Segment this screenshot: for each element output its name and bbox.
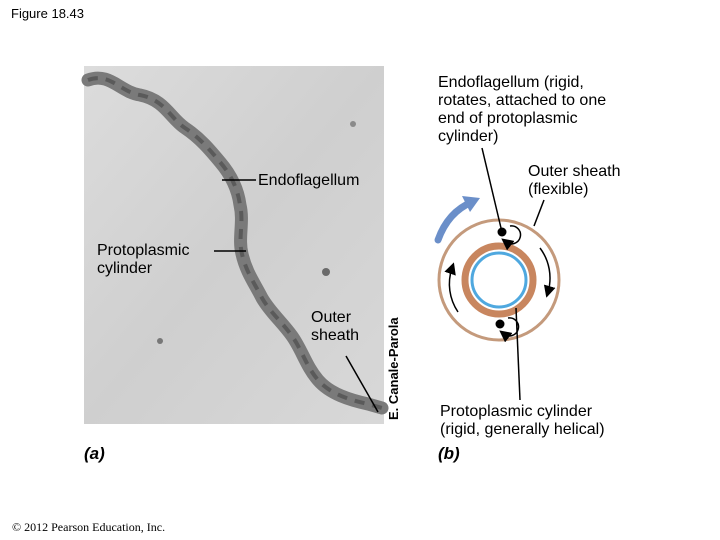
label-endoflagellum-a: Endoflagellum [258, 172, 359, 190]
label-protoplasmic-cylinder-b: Protoplasmic cylinder (rigid, generally … [440, 403, 605, 439]
protoplasmic-inner-ring [472, 253, 526, 307]
photo-credit: E. Canale-Parola [386, 317, 401, 420]
label-protoplasmic-cylinder-a: Protoplasmic cylinder [97, 242, 189, 278]
leader-outer-sheath-b [534, 200, 544, 226]
panel-letter-b: (b) [438, 444, 460, 464]
label-endoflagellum-b: Endoflagellum (rigid, rotates, attached … [438, 74, 606, 146]
copyright-notice: © 2012 Pearson Education, Inc. [12, 520, 165, 535]
debris-speck [350, 121, 356, 127]
label-outer-sheath-a: Outer sheath [311, 309, 359, 345]
leader-endoflagellum-b [482, 148, 501, 228]
endoflagellum-dot-bottom [496, 320, 505, 329]
endoflagellum-dot-top [498, 228, 507, 237]
label-outer-sheath-b: Outer sheath (flexible) [528, 163, 621, 199]
debris-speck [322, 268, 330, 276]
debris-speck [157, 338, 163, 344]
panel-letter-a: (a) [84, 444, 105, 464]
